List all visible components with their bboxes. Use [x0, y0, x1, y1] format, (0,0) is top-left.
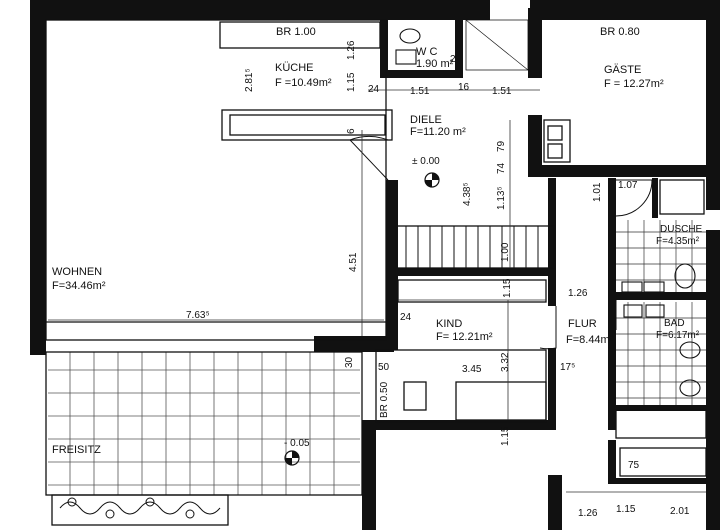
room-name-kueche: KÜCHE [275, 62, 314, 74]
room-name-kind: KIND [436, 318, 463, 330]
dim-332: 3.32 [500, 352, 511, 372]
level-marker-freisitz [284, 450, 300, 466]
dim-107: 1.07 [618, 180, 638, 191]
room-name-bad: BAD [664, 318, 685, 329]
dim-345: 3.45 [462, 364, 482, 375]
planter [59, 497, 221, 519]
room-area-kueche: F =10.49m² [275, 77, 332, 89]
room-area-bad: F=6.17m² [656, 330, 700, 341]
dim-100: 1.00 [500, 242, 511, 262]
dim-6: 6 [346, 128, 357, 134]
bath-tiles [616, 302, 708, 405]
room-area-kind: F= 12.21m² [436, 331, 493, 343]
dim-30: 30 [344, 356, 355, 368]
fixtures [395, 28, 701, 397]
dim-126b: 1.26 [568, 288, 588, 299]
dim-115c: 1.15 [500, 426, 511, 446]
dim-126c: 1.26 [578, 508, 598, 519]
walls [30, 0, 720, 530]
room-area-gaeste: F = 12.27m² [604, 78, 664, 90]
dim-151a: 1.51 [410, 86, 430, 97]
dim-451: 4.51 [348, 252, 359, 272]
dim-16: 16 [458, 82, 470, 93]
shower-tiles [616, 220, 708, 292]
room-area-wohnen: F=34.46m² [52, 280, 106, 292]
dim-75: 75 [628, 460, 640, 471]
level-label-diele: ± 0.00 [412, 156, 440, 167]
room-name-flur: FLUR [568, 318, 597, 330]
dim-2815: 2.81⁵ [244, 68, 255, 92]
room-area-dusche: F=4.35m² [656, 236, 700, 247]
dim-79: 79 [496, 140, 507, 152]
window-label-kueche: BR 1.00 [276, 26, 316, 38]
dim-126-top: 1.26 [346, 40, 357, 60]
dim-24b: 24 [400, 312, 412, 323]
dim-4385: 4.38⁵ [462, 182, 473, 206]
dim-1135: 1.13⁵ [496, 186, 507, 210]
window-label-kind: BR 0.50 [379, 381, 390, 418]
dim-101: 1.01 [592, 182, 603, 202]
level-marker-diele [424, 172, 440, 188]
dim-175: 17⁵ [560, 362, 576, 373]
room-area-flur: F=8.44m² [566, 334, 614, 346]
dim-7635: 7.63⁵ [186, 310, 210, 321]
dim-115d: 1.15 [616, 504, 636, 515]
dim-2: 2 [450, 54, 456, 65]
door-swings [349, 19, 653, 350]
dim-115-kueche: 1.15 [346, 72, 357, 92]
dimension-lines [48, 89, 706, 493]
terrace-tiles [48, 352, 360, 495]
level-label-freisitz: - 0.05 [284, 438, 310, 449]
dim-201: 2.01 [670, 506, 690, 517]
dim-115b: 1.15 [502, 278, 513, 298]
window-label-gaeste: BR 0.80 [600, 26, 640, 38]
thin-walls [45, 19, 707, 526]
stairs [405, 226, 539, 268]
room-name-freisitz: FREISITZ [52, 444, 101, 456]
room-area-wc: 1.90 m² [416, 58, 454, 70]
dim-50: 50 [378, 362, 390, 373]
room-area-diele: F=11.20 m² [410, 126, 466, 138]
dim-74: 74 [496, 162, 507, 174]
room-name-diele: DIELE [410, 114, 442, 126]
room-name-gaeste: GÄSTE [604, 64, 642, 76]
dim-24: 24 [368, 84, 380, 95]
room-name-dusche: DUSCHE [660, 224, 703, 235]
dim-151b: 1.51 [492, 86, 512, 97]
room-name-wc: W C [416, 46, 438, 58]
room-name-wohnen: WOHNEN [52, 266, 103, 278]
